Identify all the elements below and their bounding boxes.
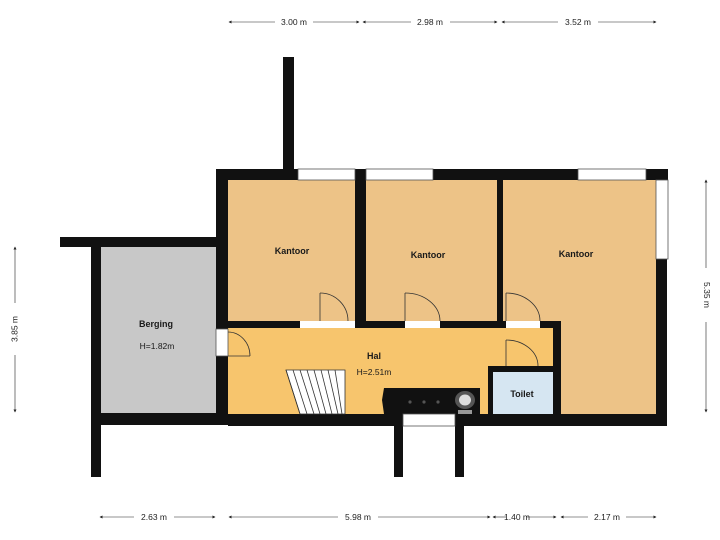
dimension-left: 3.85 m: [9, 316, 19, 342]
office-middle-floor: [366, 180, 497, 321]
room-height-storage: H=1.82m: [140, 341, 175, 351]
dimension-top-2: 2.98 m: [417, 17, 443, 27]
kitchen-counter-icon: [408, 400, 440, 404]
dimension-bottom-4: 2.17 m: [594, 512, 620, 522]
room-label-hall: Hal: [367, 351, 381, 361]
door-swing-icon: [227, 292, 541, 367]
room-label-toilet: Toilet: [510, 389, 533, 399]
dimension-bottom-1: 2.63 m: [141, 512, 167, 522]
room-height-hall: H=2.51m: [357, 367, 392, 377]
office-right-floor-lower: [561, 321, 656, 414]
dimension-top-3: 3.52 m: [565, 17, 591, 27]
dimension-right: 5.35 m: [702, 282, 712, 308]
office-left-floor: [228, 180, 359, 321]
toilet-floor: [492, 372, 553, 414]
room-label-storage: Berging: [139, 319, 173, 329]
storage-floor: [100, 247, 217, 413]
room-label-office-left: Kantoor: [275, 246, 310, 256]
dimension-bottom-3: 1.40 m: [504, 512, 530, 522]
toilet-bowl-icon: [455, 391, 475, 414]
dimension-bottom-2: 5.98 m: [345, 512, 371, 522]
dimension-top-1: 3.00 m: [281, 17, 307, 27]
staircase-icon: [285, 369, 346, 415]
window-icon: [215, 168, 669, 427]
dimension-lines: [13, 20, 708, 519]
room-label-office-right: Kantoor: [559, 249, 594, 259]
office-right-floor: [503, 180, 656, 321]
room-label-office-middle: Kantoor: [411, 250, 446, 260]
